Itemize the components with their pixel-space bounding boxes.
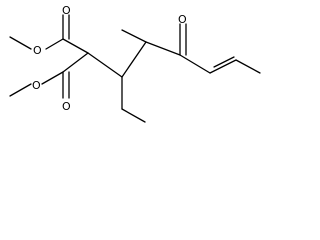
- bond-ch-ethyl-to-ch-methyl: [121, 41, 147, 78]
- bond-ch-to-ch-ethyl: [87, 52, 123, 78]
- atom-o-ester-bottom-ether: O: [32, 79, 41, 92]
- atom-labels: O O O O O: [32, 4, 187, 113]
- bond-alkene-main: [209, 59, 237, 74]
- atom-o-ketone: O: [178, 13, 187, 26]
- bond-ch-methyl-to-methyl: [121, 29, 147, 43]
- atom-o-ester-bottom-carbonyl: O: [62, 100, 71, 113]
- bond-ch2-to-ch3: [121, 108, 146, 123]
- bond-o-methyl-bottom: [9, 83, 32, 97]
- atom-o-ester-top-carbonyl: O: [62, 4, 71, 17]
- molecule-structure-diagram: O O O O O: [9, 4, 261, 123]
- bond-alkene-to-methyl: [235, 59, 261, 74]
- atom-o-ester-top-ether: O: [33, 44, 42, 57]
- bond-alkene-inner: [213, 56, 235, 68]
- bond-ester-c-to-ch-top: [62, 38, 89, 54]
- bond-ester-c-o-bottom: [41, 71, 64, 85]
- bond-ketone-c-to-vinyl: [179, 54, 211, 74]
- bond-o-ester-top: [45, 38, 64, 50]
- bond-ch-methyl-to-ketone-c: [145, 41, 181, 56]
- bond-lines: [9, 14, 261, 123]
- bond-ch-to-ester-c-bottom: [62, 52, 89, 73]
- bond-methyl-o-top: [9, 36, 32, 50]
